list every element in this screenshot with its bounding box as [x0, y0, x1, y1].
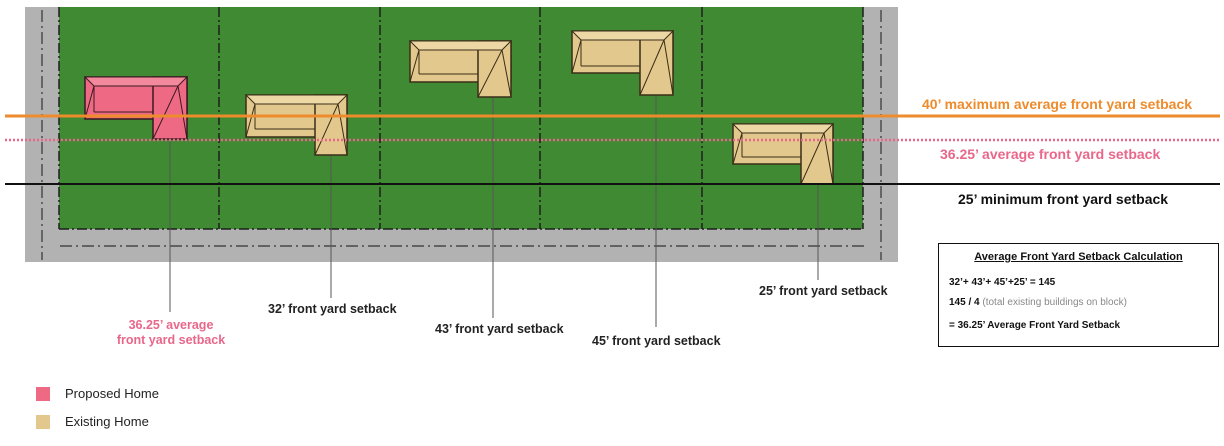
lot-2-setback-callout: 32’ front yard setback [268, 302, 397, 316]
calculation-line-2-main: 145 / 4 [949, 297, 980, 308]
proposed-callout-line1: 36.25’ average [128, 318, 214, 332]
lot-3-setback-callout: 43’ front yard setback [435, 322, 564, 336]
proposed-home [83, 76, 189, 140]
calculation-line-2: 145 / 4 (total existing buildings on blo… [949, 297, 1127, 308]
proposed-callout-line2: front yard setback [116, 333, 226, 347]
lot-5 [702, 7, 863, 229]
street-centerlines [41, 10, 882, 260]
lot-4-setback-callout: 45’ front yard setback [592, 334, 721, 348]
existing-home-lot-4 [570, 30, 675, 96]
calculation-line-1: 32’+ 43’+ 45’+25’ = 145 [949, 277, 1056, 288]
lot-boundaries [58, 7, 864, 230]
existing-home-lot-5 [731, 123, 835, 185]
legend-label-existing: Existing Home [65, 414, 149, 429]
legend-label-proposed: Proposed Home [65, 386, 159, 401]
leader-lines [169, 87, 819, 327]
existing-home-lot-3 [408, 40, 513, 98]
minimum-setback-label: 25’ minimum front yard setback [958, 191, 1169, 207]
maximum-setback-label: 40’ maximum average front yard setback [922, 96, 1193, 112]
legend-swatch-existing [36, 415, 50, 429]
calculation-box: Average Front Yard Setback Calculation 3… [938, 243, 1219, 347]
average-setback-label: 36.25’ average front yard setback [940, 146, 1161, 162]
legend-swatch-proposed [36, 387, 50, 401]
lot-5-setback-callout: 25’ front yard setback [759, 284, 888, 298]
calculation-line-2-note: (total existing buildings on block) [982, 297, 1127, 308]
calculation-line-3: = 36.25’ Average Front Yard Setback [949, 320, 1121, 331]
calculation-title: Average Front Yard Setback Calculation [974, 251, 1183, 263]
proposed-setback-callout: 36.25’ average front yard setback [108, 318, 234, 348]
